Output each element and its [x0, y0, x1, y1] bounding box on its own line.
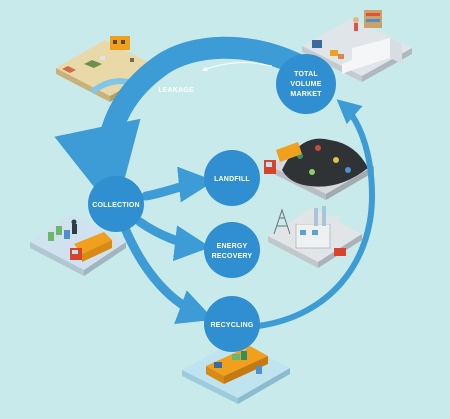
- retail-store-truck-scene-icon: [302, 10, 412, 82]
- collection-label: COLLECTION: [92, 202, 140, 209]
- recycling-conveyor-scene-icon: [182, 340, 290, 404]
- arrow-market-to-collection: [54, 36, 319, 214]
- arrow-recycling-to-market: [255, 99, 376, 329]
- landfill-dump-truck-scene-icon: [264, 138, 374, 200]
- arrow-collection-to-energy: [135, 217, 211, 262]
- energy-recovery-line-2: RECOVERY: [212, 253, 253, 260]
- total-volume-market-line-1: TOTAL: [294, 71, 318, 78]
- energy-recovery-line-1: ENERGY: [217, 243, 248, 250]
- total-volume-market-line-3: MARKET: [290, 91, 322, 98]
- node-landfill: LANDFILL: [204, 150, 260, 206]
- power-plant-scene-icon: [268, 206, 362, 268]
- node-energy-recovery: ENERGY RECOVERY: [204, 222, 260, 278]
- total-volume-market-line-2: VOLUME: [290, 81, 321, 88]
- node-collection: COLLECTION: [88, 176, 144, 232]
- collection-bins-truck-scene-icon: [30, 214, 126, 276]
- flow-arrows: [54, 36, 376, 329]
- leakage-inner-arrow: [202, 62, 273, 72]
- recycling-label: RECYCLING: [210, 322, 253, 329]
- node-total-volume-market: TOTAL VOLUME MARKET: [276, 54, 336, 114]
- node-recycling: RECYCLING: [204, 296, 260, 352]
- leakage-label: LEAKAGE: [158, 87, 194, 94]
- landfill-label: LANDFILL: [214, 176, 250, 183]
- arrow-collection-to-recycling: [119, 221, 215, 324]
- arrow-collection-to-landfill: [141, 166, 215, 203]
